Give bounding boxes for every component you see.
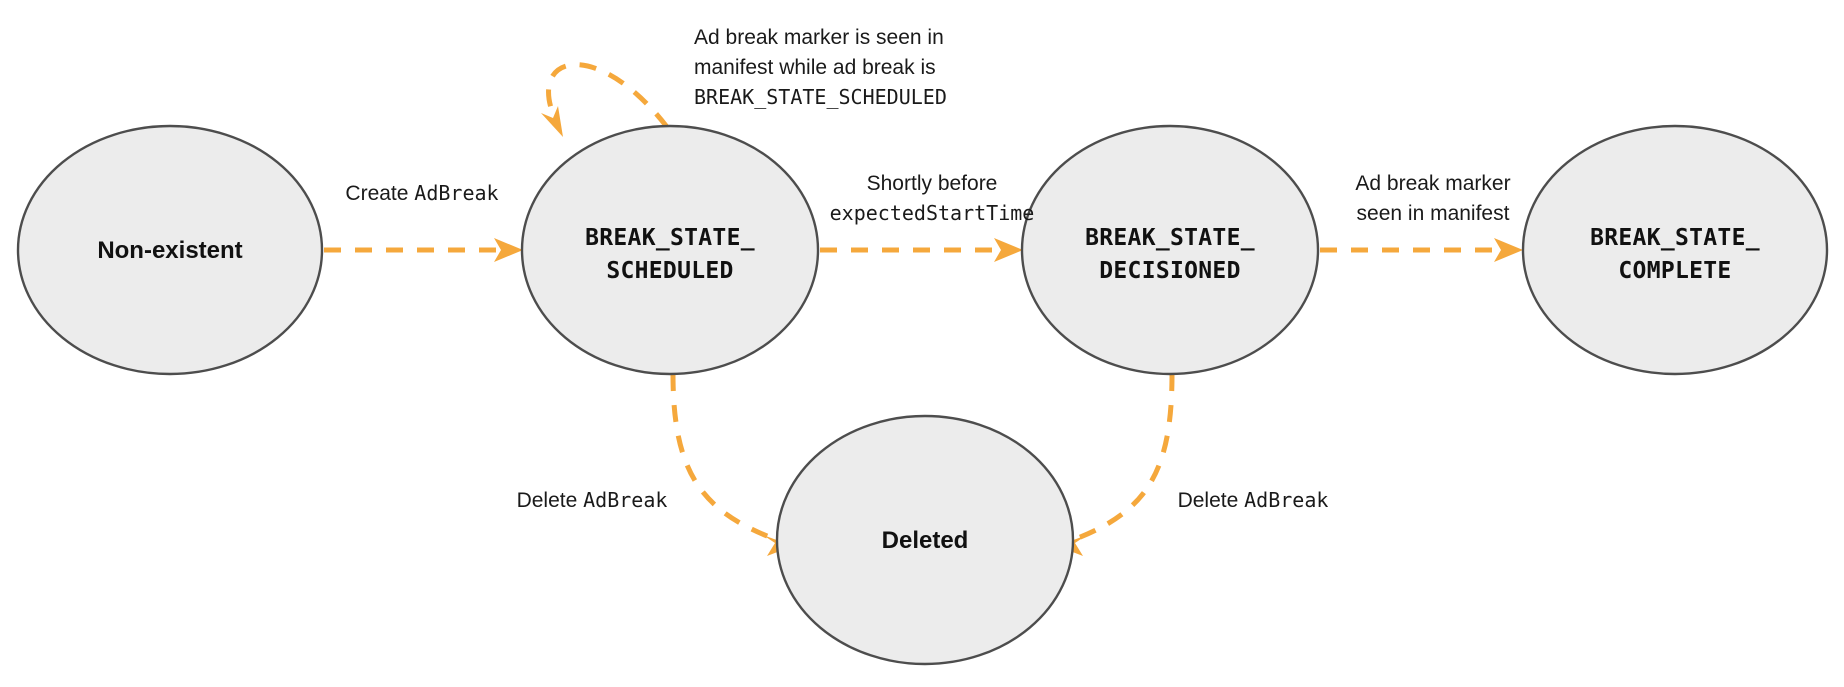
edge-delete-from-decisioned[interactable] [1057,373,1175,556]
edge-delete-from-scheduled[interactable] [670,373,793,556]
edge-label-create-adbreak-line1: Create AdBreak [345,181,498,205]
edge-marker-seen[interactable] [1320,238,1523,262]
edge-label-ad-break-marker-seen-in-manifest: Ad break marker seen in manifest [1355,172,1510,225]
edge-self-loop-scheduled-arrowhead [541,106,563,137]
node-break-state-scheduled-shape [520,124,820,376]
edge-label-ad-break-marker-seen-in-manifest-line2: seen in manifest [1357,202,1510,225]
edge-label-ad-break-marker-seen-while-scheduled-line2: manifest while ad break is [694,56,936,79]
edge-label-shortly-before-expected-start-time: Shortly before expectedStartTime [830,172,1035,225]
edge-label-shortly-before-expected-start-time-line2: expectedStartTime [830,201,1035,225]
edge-label-delete-adbreak-from-scheduled: Delete AdBreak [517,488,668,512]
node-deleted-shape [775,414,1075,666]
node-break-state-decisioned-shape [1020,124,1320,376]
node-break-state-decisioned-label-line2: DECISIONED [1099,258,1240,284]
edge-label-ad-break-marker-seen-in-manifest-line1: Ad break marker [1355,172,1510,195]
edge-label-shortly-before-expected-start-time-line1: Shortly before [867,172,998,195]
edge-self-loop-scheduled-path [546,62,669,129]
node-break-state-complete-label-line1: BREAK_STATE_ [1590,225,1760,251]
edge-shortly-before-arrowhead [994,238,1023,262]
edge-delete-from-decisioned-path [1077,373,1175,541]
edge-create-adbreak-arrowhead [494,238,523,262]
node-non-existent-label: Non-existent [97,237,242,264]
edge-shortly-before[interactable] [820,238,1023,262]
edge-label-delete-adbreak-from-decisioned-line1: Delete AdBreak [1178,488,1329,512]
edge-label-delete-adbreak-from-decisioned: Delete AdBreak [1178,488,1329,512]
node-break-state-decisioned-label-line1: BREAK_STATE_ [1085,225,1255,251]
node-break-state-scheduled[interactable]: BREAK_STATE_ SCHEDULED [520,124,820,376]
edge-label-ad-break-marker-seen-while-scheduled: Ad break marker is seen in manifest while… [694,26,947,109]
node-break-state-scheduled-label-line2: SCHEDULED [606,258,733,284]
edge-marker-seen-arrowhead [1494,238,1523,262]
node-break-state-decisioned[interactable]: BREAK_STATE_ DECISIONED [1020,124,1320,376]
node-break-state-complete-shape [1521,124,1829,376]
node-non-existent[interactable]: Non-existent [16,124,324,376]
edge-create-adbreak[interactable] [324,238,523,262]
edge-delete-from-scheduled-path [670,373,773,541]
node-deleted[interactable]: Deleted [775,414,1075,666]
node-non-existent-shape [16,124,324,376]
edge-self-loop-scheduled[interactable] [541,62,669,137]
edge-label-create-adbreak: Create AdBreak [345,181,498,205]
edge-label-delete-adbreak-from-scheduled-line1: Delete AdBreak [517,488,668,512]
node-layer: Non-existent BREAK_STATE_ SCHEDULED BREA… [16,124,1829,666]
node-break-state-complete[interactable]: BREAK_STATE_ COMPLETE [1521,124,1829,376]
node-break-state-scheduled-label-line1: BREAK_STATE_ [585,225,755,251]
edge-label-layer: Create AdBreak Ad break marker is seen in… [345,26,1510,512]
node-break-state-complete-label-line2: COMPLETE [1618,258,1731,284]
edge-label-ad-break-marker-seen-while-scheduled-line1: Ad break marker is seen in [694,26,944,49]
node-deleted-label: Deleted [882,527,969,554]
edge-label-ad-break-marker-seen-while-scheduled-line3: BREAK_STATE_SCHEDULED [694,85,947,109]
